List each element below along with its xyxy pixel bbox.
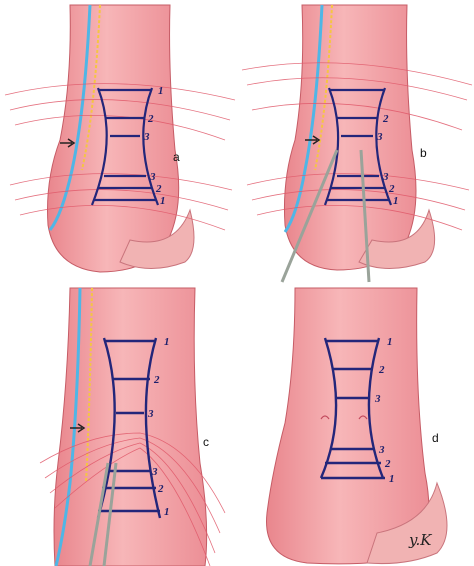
sural-nerve: [283, 4, 324, 233]
level-number: 2: [384, 458, 391, 470]
panel-b-illustration: 2 3 3 2 1: [241, 4, 473, 283]
suture-level-numbers: 1 2 3 3 2 1: [143, 85, 166, 207]
panel-b: 2 3 3 2 1 b: [237, 0, 474, 283]
forceps-instrument: [280, 149, 371, 283]
arrow-icon: [60, 138, 76, 148]
arrow-icon: [70, 423, 86, 433]
achilles-heel-skin: [53, 287, 208, 566]
level-number: 2: [153, 374, 160, 386]
panel-d-illustration: 1 2 3 3 2 1 y.K: [266, 287, 448, 565]
level-number: 1: [164, 336, 170, 348]
heel-pad: [358, 208, 436, 269]
level-number: 2: [157, 483, 164, 495]
puncture-marks: [320, 415, 368, 420]
level-number: 3: [143, 131, 150, 143]
suture-level-numbers: 2 3 3 2 1: [376, 113, 399, 207]
level-number: 2: [147, 113, 154, 125]
panel-label: d: [432, 431, 439, 445]
level-number: 1: [158, 85, 164, 97]
panel-d: 1 2 3 3 2 1 y.K d: [237, 283, 474, 566]
level-number: 2: [378, 364, 385, 376]
suture-level-numbers: 1 2 3 3 2 1: [147, 336, 170, 518]
level-number: 1: [160, 195, 166, 207]
sural-nerve: [48, 4, 92, 231]
level-number: 3: [378, 444, 385, 456]
achilles-heel-skin: [47, 4, 180, 273]
level-number: 1: [393, 195, 399, 207]
level-number: 3: [376, 131, 383, 143]
level-number: 3: [374, 393, 381, 405]
thread-lines: [39, 432, 226, 566]
level-number: 3: [147, 408, 154, 420]
small-saphenous-vein: [85, 287, 93, 484]
level-number: 3: [151, 466, 158, 478]
panel-label: c: [203, 435, 209, 449]
thread-lines: [4, 83, 236, 231]
suture-level-numbers: 1 2 3 3 2 1: [374, 336, 395, 485]
level-number: 1: [164, 506, 170, 518]
heel-pad: [366, 481, 448, 565]
level-number: 3: [382, 171, 389, 183]
suture-ladder: [323, 87, 393, 206]
arrow-icon: [305, 135, 321, 145]
small-saphenous-vein: [81, 4, 101, 171]
panel-a-illustration: 1 2 3 3 2 1: [4, 4, 236, 273]
panel-a: 1 2 3 3 2 1 a: [0, 0, 237, 283]
level-number: 3: [149, 171, 156, 183]
artist-signature: y.K: [408, 531, 432, 549]
suture-ladder: [90, 87, 160, 206]
suture-ladder: [96, 337, 162, 519]
suture-ladder: [319, 337, 385, 480]
level-number: 2: [388, 183, 395, 195]
sural-nerve: [54, 287, 82, 566]
level-number: 2: [382, 113, 389, 125]
achilles-heel-skin: [266, 287, 430, 565]
level-number: 2: [155, 183, 162, 195]
panel-label: b: [420, 146, 427, 160]
panel-c: 1 2 3 3 2 1 c: [0, 283, 237, 566]
level-number: 1: [389, 473, 395, 485]
panel-label: a: [173, 150, 180, 164]
small-saphenous-vein: [314, 4, 333, 171]
level-number: 1: [387, 336, 393, 348]
panel-c-illustration: 1 2 3 3 2 1: [39, 287, 226, 566]
thread-lines: [241, 62, 473, 231]
forceps-instrument: [88, 462, 118, 566]
heel-pad: [119, 208, 195, 269]
